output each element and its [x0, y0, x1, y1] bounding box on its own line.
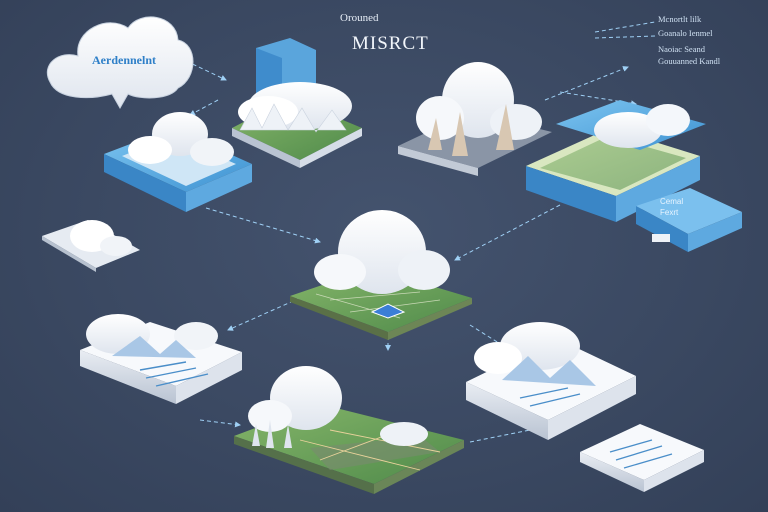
legend-line-2: Goanalo Ienmel	[658, 28, 713, 38]
tower-island	[232, 38, 362, 168]
cloud-slab-left	[80, 314, 242, 404]
bottom-center-island	[234, 366, 464, 494]
info-panel-right	[636, 188, 742, 252]
legend-line-4: Gouuanned Kandl	[658, 56, 721, 66]
map-slab-right	[526, 100, 706, 222]
center-island	[290, 210, 472, 340]
info-panel-line-1: Cemal	[660, 197, 684, 206]
legend-line-1: Mcnortlt lilk	[658, 14, 702, 24]
cloud-slab-right	[466, 322, 636, 440]
cloud-label: Aerdennelnt	[92, 53, 156, 67]
small-cloud-left	[42, 220, 140, 272]
legend-line-3: Naoiac Seand	[658, 44, 705, 54]
info-panel-text: Cemal Fexrt	[660, 196, 683, 218]
spire-cloud-island	[398, 62, 552, 176]
diagram-subtitle: Orouned	[340, 12, 379, 24]
speech-cloud-top-left	[47, 16, 194, 110]
diagram-title: MISRCT	[352, 33, 429, 54]
text-slab-bottom-right	[580, 424, 704, 492]
info-panel-line-2: Fexrt	[660, 208, 679, 217]
blue-slab-left	[104, 112, 252, 212]
